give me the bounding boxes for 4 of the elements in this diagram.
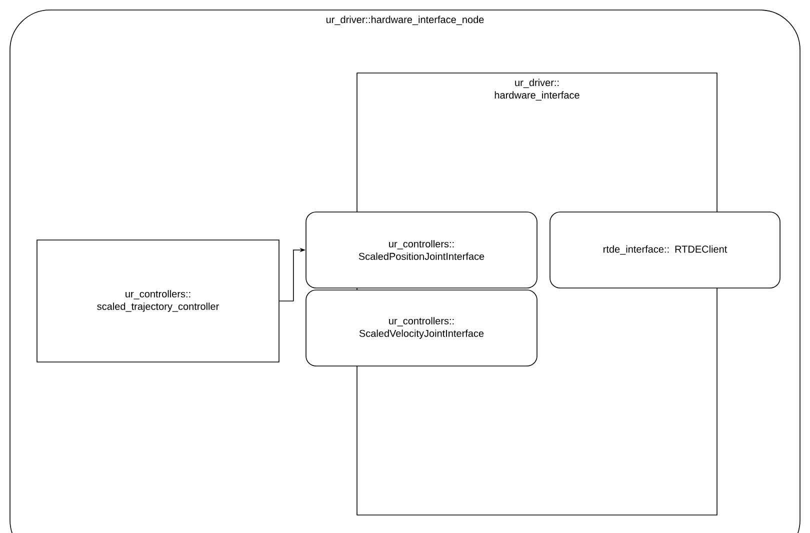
component-box: ur_controllers:: scaled_trajectory_controller: [36, 240, 280, 362]
interface-box: ur_controllers:: ScaledVelocityJointInterface: [306, 290, 538, 366]
interface-box: ur_controllers:: ScaledPositionJointInterface: [306, 212, 538, 288]
interface-box: rtde_interface:: RTDEClient: [550, 212, 780, 288]
